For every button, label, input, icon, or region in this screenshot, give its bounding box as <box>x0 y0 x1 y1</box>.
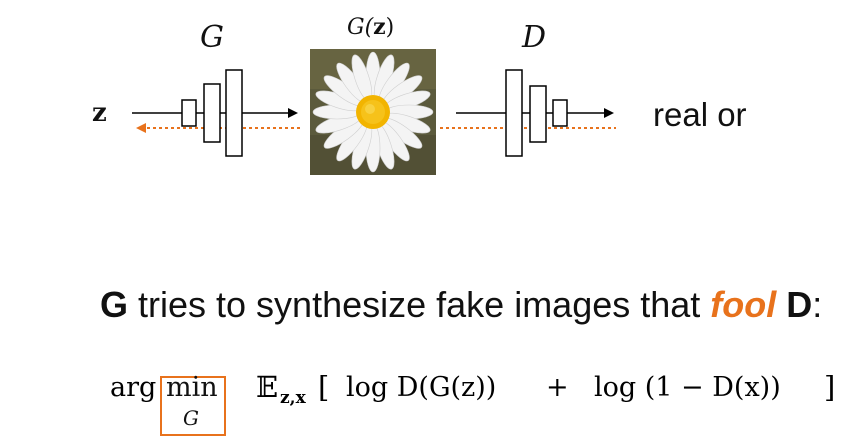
generator-layer-3 <box>225 69 243 157</box>
objective-sentence: G tries to synthesize fake images that f… <box>100 284 822 326</box>
discriminator-layer-3 <box>552 99 568 127</box>
daisy-icon <box>312 51 434 173</box>
formula-min: min <box>166 372 218 403</box>
min-highlight-box <box>160 376 226 436</box>
formula-expectation: 𝔼 <box>256 370 279 404</box>
formula-close-bracket: ] <box>824 370 836 404</box>
generated-image-label: G(z) <box>347 14 394 40</box>
formula-plus: + <box>546 372 569 403</box>
formula-open-bracket: [ <box>318 370 330 404</box>
discriminator-arrowhead <box>604 108 614 118</box>
formula-expectation-subscript: z,x <box>280 388 306 408</box>
generator-layer-1 <box>181 99 197 127</box>
generated-image-label-var: z <box>373 14 386 40</box>
sentence-subject: G <box>100 284 129 325</box>
formula-term-1: log D(G(z)) <box>346 372 497 403</box>
sentence-middle: tries to synthesize fake images that <box>128 284 711 325</box>
generator-arrowhead <box>288 108 298 118</box>
input-label: z <box>92 98 107 128</box>
discriminator-layer-1 <box>505 69 523 157</box>
discriminator-layer-2 <box>529 85 547 143</box>
generated-image <box>310 49 436 175</box>
generator-layer-2 <box>203 83 221 143</box>
generated-image-label-prefix: G( <box>347 15 374 40</box>
formula-arg: arg <box>110 372 157 403</box>
formula-term-2: log (1 − D(x)) <box>594 372 781 403</box>
sentence-end: : <box>812 284 823 325</box>
generator-label: G <box>200 20 224 55</box>
formula-min-subscript: G <box>183 406 199 430</box>
output-label: real or <box>653 96 747 133</box>
sentence-emphasis: fool <box>710 284 777 325</box>
generated-image-label-suffix: ) <box>385 15 395 40</box>
sentence-object: D <box>776 284 813 325</box>
discriminator-label: D <box>522 20 547 55</box>
generator-gradient-arrowhead <box>136 123 146 133</box>
